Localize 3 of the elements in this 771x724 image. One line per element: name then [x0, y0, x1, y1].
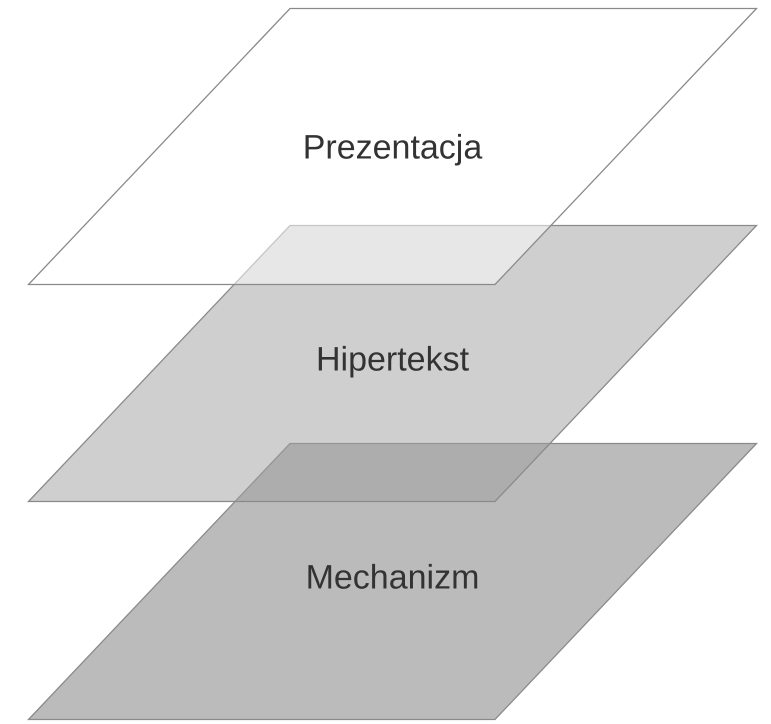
- layer-label: Mechanizm: [306, 558, 480, 598]
- layer-label: Hipertekst: [316, 340, 470, 380]
- layer-label: Prezentacja: [302, 128, 482, 168]
